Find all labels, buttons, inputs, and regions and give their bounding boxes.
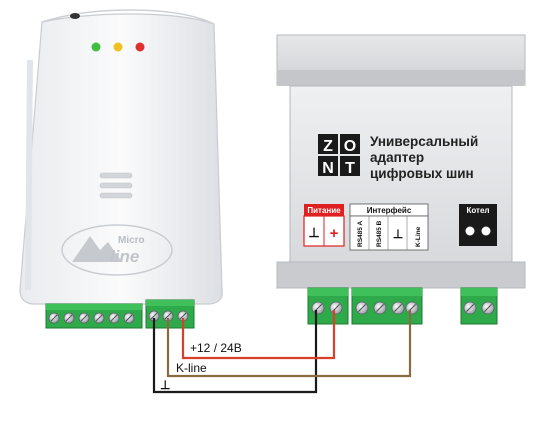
logo-letter: O bbox=[344, 138, 356, 155]
power-wire bbox=[181, 310, 336, 360]
adapter-device: Z O N T Универсальный адаптер цифровых ш… bbox=[276, 34, 526, 325]
logo-oval bbox=[61, 224, 173, 276]
adapter-interface-terminal bbox=[351, 287, 423, 325]
zont-logo: Z O N T bbox=[318, 134, 360, 177]
adapter-boiler-terminal bbox=[460, 287, 498, 325]
power-label-panel: Питание ⊥ + bbox=[303, 204, 345, 247]
ground-symbol: ⊥ bbox=[308, 225, 319, 240]
screw-slot bbox=[110, 314, 118, 322]
logo-text-bottom: line bbox=[110, 247, 139, 266]
interface-label-panel: Интерфейс RS485 A RS485 B ⊥ K-Line bbox=[349, 203, 429, 251]
led-yellow bbox=[113, 42, 123, 52]
gateway-top-button bbox=[70, 13, 80, 19]
interface-ground-symbol: ⊥ bbox=[393, 227, 403, 241]
screw-slot bbox=[466, 304, 474, 312]
led-green bbox=[91, 42, 101, 52]
logo-text-top: Micro bbox=[118, 235, 145, 246]
screw-slot bbox=[394, 304, 402, 312]
screw-slot bbox=[376, 304, 384, 312]
gateway-logo: Micro line bbox=[61, 224, 173, 276]
gateway-terminal-block-left bbox=[45, 303, 143, 329]
kline-wire-label: K-line bbox=[176, 361, 207, 375]
rs485b-label: RS485 B bbox=[376, 220, 383, 247]
adapter-title-line1: Универсальный bbox=[370, 134, 478, 149]
logo-mountain-icon bbox=[72, 236, 122, 262]
gateway-vent-slots bbox=[99, 172, 133, 199]
screw-slot bbox=[95, 314, 103, 322]
led-red bbox=[135, 42, 145, 52]
ground-wire-label: ⊥ bbox=[160, 378, 170, 392]
adapter-title-line3: цифровых шин bbox=[370, 166, 474, 181]
gateway-side-shadow bbox=[25, 59, 33, 291]
logo-letter: Z bbox=[323, 138, 333, 155]
screw-slot bbox=[125, 314, 133, 322]
interface-label: Интерфейс bbox=[367, 206, 412, 215]
rs485a-label: RS485 A bbox=[357, 221, 364, 247]
kline-port-label: K-Line bbox=[415, 226, 422, 247]
gateway-device: Micro line bbox=[19, 9, 223, 329]
screw-slot bbox=[179, 312, 187, 320]
boiler-label-panel: Котел bbox=[459, 204, 497, 246]
screw-slot bbox=[164, 312, 172, 320]
screw-slot bbox=[358, 304, 366, 312]
logo-letter: T bbox=[345, 160, 355, 177]
ground-wire bbox=[152, 310, 318, 394]
screw-slot bbox=[65, 314, 73, 322]
adapter-title-line2: адаптер bbox=[370, 150, 424, 165]
screw-slot bbox=[80, 314, 88, 322]
plus-symbol: + bbox=[330, 225, 339, 242]
screw-slot bbox=[484, 304, 492, 312]
screw-slot bbox=[50, 314, 58, 322]
adapter-bottom-rail bbox=[276, 261, 526, 289]
power-wire-label: +12 / 24В bbox=[190, 341, 242, 355]
kline-wire bbox=[166, 310, 412, 378]
gateway-top-edge bbox=[41, 9, 215, 25]
boiler-label: Котел bbox=[466, 206, 489, 215]
wires bbox=[152, 310, 412, 394]
adapter-power-terminal bbox=[307, 287, 349, 325]
logo-letter: N bbox=[322, 160, 334, 177]
power-label: Питание bbox=[307, 206, 341, 215]
screw-slot bbox=[150, 312, 158, 320]
